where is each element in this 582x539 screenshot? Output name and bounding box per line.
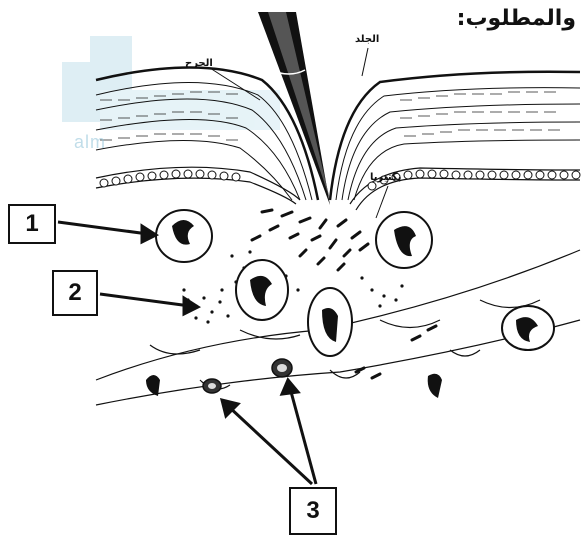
blood-vessel xyxy=(203,359,292,393)
chemical-particles xyxy=(182,250,403,323)
label-box-3: 3 xyxy=(289,487,337,535)
bacteria-label: بكتيريا xyxy=(370,172,401,183)
heading: والمطلوب: xyxy=(457,6,576,31)
skin-layer xyxy=(96,68,580,201)
skin-label: الجلد xyxy=(355,34,379,45)
phagocyte-cells xyxy=(156,210,554,356)
label-box-2: 2 xyxy=(52,270,98,316)
label-box-1: 1 xyxy=(8,204,56,244)
watermark-text: alm xyxy=(74,132,106,153)
wound-label: الجرح xyxy=(185,58,213,69)
